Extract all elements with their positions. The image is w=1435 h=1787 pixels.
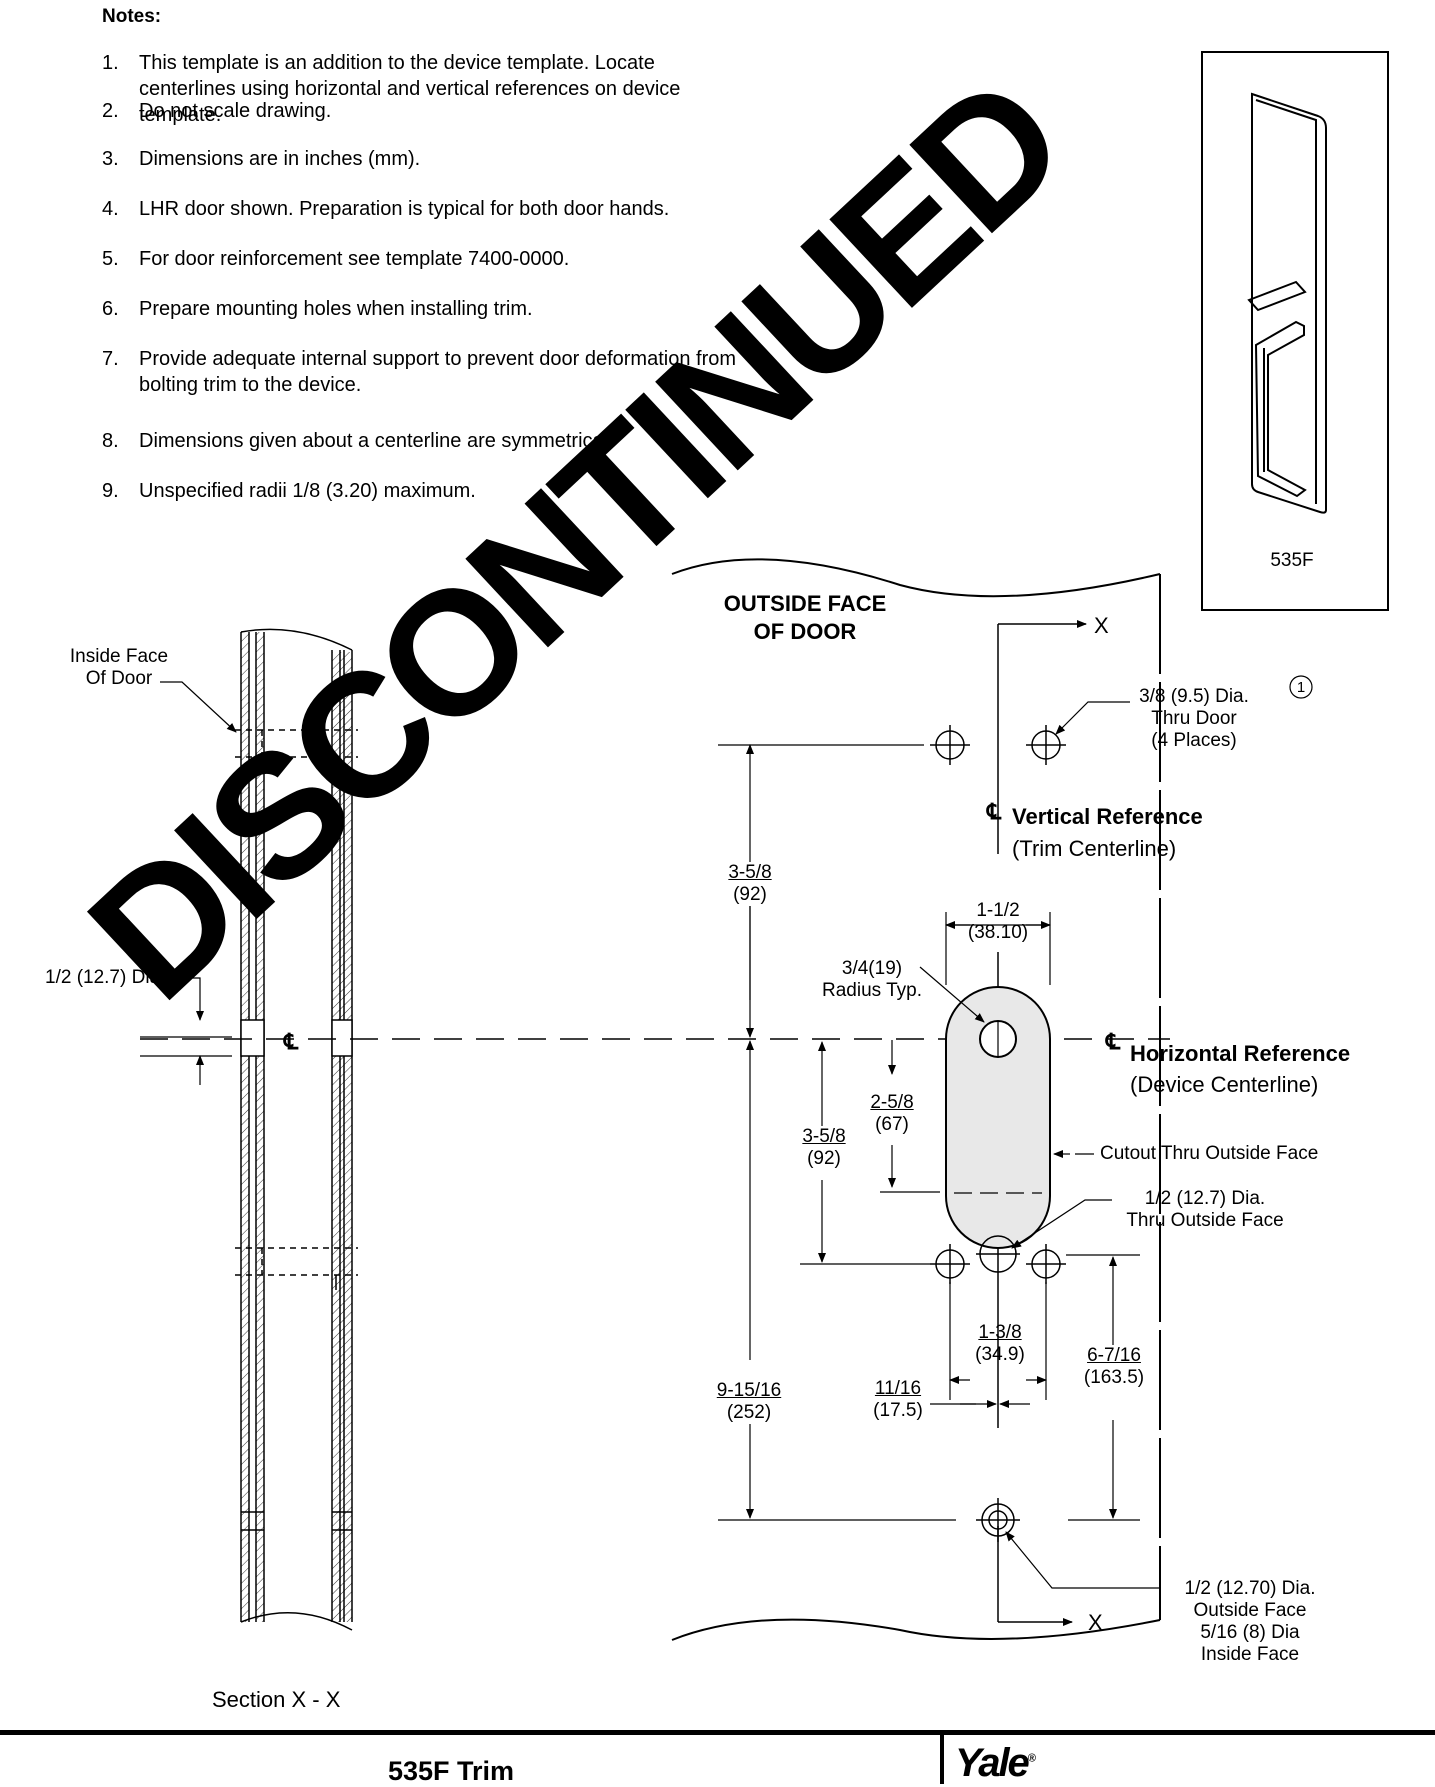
- mount-hole-bottom-left: [930, 1244, 970, 1284]
- cutout-label: Cutout Thru Outside Face: [1100, 1143, 1319, 1164]
- note-text-continued: template.: [139, 104, 222, 126]
- dim-9-15-16: 9-15/16(252): [706, 1380, 792, 1424]
- note-text: Provide adequate internal support to pre…: [139, 348, 737, 370]
- mounting-holes: [930, 725, 1066, 1542]
- note-item: 2. Do not scale drawing.: [102, 98, 892, 124]
- footer-rule: [0, 1730, 1435, 1735]
- mount-hole-top-right: [1026, 725, 1066, 765]
- notes-title: Notes:: [102, 6, 162, 27]
- section-mark-top: X: [1094, 613, 1109, 638]
- vertical-ref-cl-symbol: ℄: [987, 799, 1002, 824]
- trim-illustration: [1247, 92, 1327, 514]
- note-item: 1. This template is an addition to the de…: [102, 50, 892, 128]
- dim-3-5-8-lower: 3-5/8(92): [792, 1126, 856, 1170]
- note-text: LHR door shown. Preparation is typical f…: [139, 198, 670, 220]
- note-text: For door reinforcement see template 7400…: [139, 248, 570, 270]
- outside-hole-label: 1/2 (12.7) Dia.Thru Outside Face: [1126, 1188, 1284, 1231]
- note-number: 8.: [102, 430, 119, 452]
- note-number: 7.: [102, 348, 119, 370]
- note-item: 8. Dimensions given about a centerline ar…: [102, 428, 892, 454]
- dim-2-5-8: 2-5/8(67): [860, 1092, 924, 1136]
- note-text: Unspecified radii 1/8 (3.20) maximum.: [139, 480, 476, 502]
- dim-width-1-1-2: 1-1/2(38.10): [967, 900, 1029, 943]
- note-text: Prepare mounting holes when installing t…: [139, 298, 533, 320]
- section-centerline-symbol: ℄: [284, 1029, 299, 1054]
- note-1-number: 1: [1296, 679, 1306, 696]
- dim-6-7-16: 6-7/16(163.5): [1076, 1345, 1152, 1389]
- section-door: [235, 628, 358, 1631]
- door-front-outline: [671, 558, 1161, 1641]
- note-number: 4.: [102, 198, 119, 220]
- mount-hole-bottom-right: [1026, 1244, 1066, 1284]
- note-item: 9. Unspecified radii 1/8 (3.20) maximum.: [102, 478, 892, 504]
- footer-divider: [940, 1733, 944, 1784]
- note-number: 1.: [102, 52, 119, 74]
- section-hole-dia: 1/2 (12.7) Dia.: [45, 967, 166, 988]
- note-text: Do not scale drawing.: [139, 100, 332, 122]
- note-number: 3.: [102, 148, 119, 170]
- note-text: Dimensions are in inches (mm).: [139, 148, 421, 170]
- note-item: 3. Dimensions are in inches (mm).: [102, 146, 892, 172]
- yale-logo: Yale®: [955, 1741, 1036, 1785]
- mount-holes-label: 3/8 (9.5) Dia.Thru Door(4 Places): [1139, 686, 1249, 751]
- cutout-slot: [945, 986, 1051, 1249]
- mount-hole-top-left: [930, 725, 970, 765]
- product-image-box: [1201, 51, 1389, 611]
- bottom-hole: [976, 1498, 1020, 1542]
- dimension-lines: [718, 701, 1160, 1589]
- note-number: 5.: [102, 248, 119, 270]
- section-caption: Section X - X: [212, 1687, 341, 1712]
- horizontal-reference-subtitle: (Device Centerline): [1130, 1072, 1319, 1097]
- note-item: 5. For door reinforcement see template 74…: [102, 246, 892, 272]
- note-number: 9.: [102, 480, 119, 502]
- note-text-continued: centerlines using horizontal and vertica…: [139, 78, 681, 100]
- through-hole-outside: [976, 1235, 1020, 1273]
- note-1-marker: [1289, 675, 1313, 699]
- horizontal-reference-title: Horizontal Reference: [1130, 1041, 1351, 1066]
- note-item: 4. LHR door shown. Preparation is typical…: [102, 196, 892, 222]
- vertical-reference-title: Vertical Reference: [1012, 804, 1203, 829]
- vertical-reference-subtitle: (Trim Centerline): [1012, 836, 1177, 861]
- horizontal-ref-cl-symbol: ℄: [1106, 1029, 1121, 1054]
- dim-1-3-8: 1-3/8(34.9): [975, 1322, 1025, 1365]
- dim-top-3-5-8: 3-5/8(92): [718, 862, 782, 906]
- note-number: 6.: [102, 298, 119, 320]
- note-text: Dimensions given about a centerline are …: [139, 430, 614, 452]
- note-item: 7. Provide adequate internal support to p…: [102, 346, 892, 398]
- product-label: 535F: [1270, 550, 1314, 571]
- note-text: This template is an addition to the devi…: [139, 52, 655, 74]
- note-item: 6. Prepare mounting holes when installing…: [102, 296, 892, 322]
- footer-title: 535F Trim: [388, 1756, 515, 1786]
- section-leaders: [140, 681, 237, 1085]
- note-number: 2.: [102, 100, 119, 122]
- section-mark-bottom: X: [1088, 1610, 1103, 1635]
- radius-label: 3/4(19)Radius Typ.: [822, 958, 922, 1001]
- dim-11-16: 11/16(17.5): [873, 1378, 923, 1421]
- note-text-continued: bolting trim to the device.: [139, 374, 362, 396]
